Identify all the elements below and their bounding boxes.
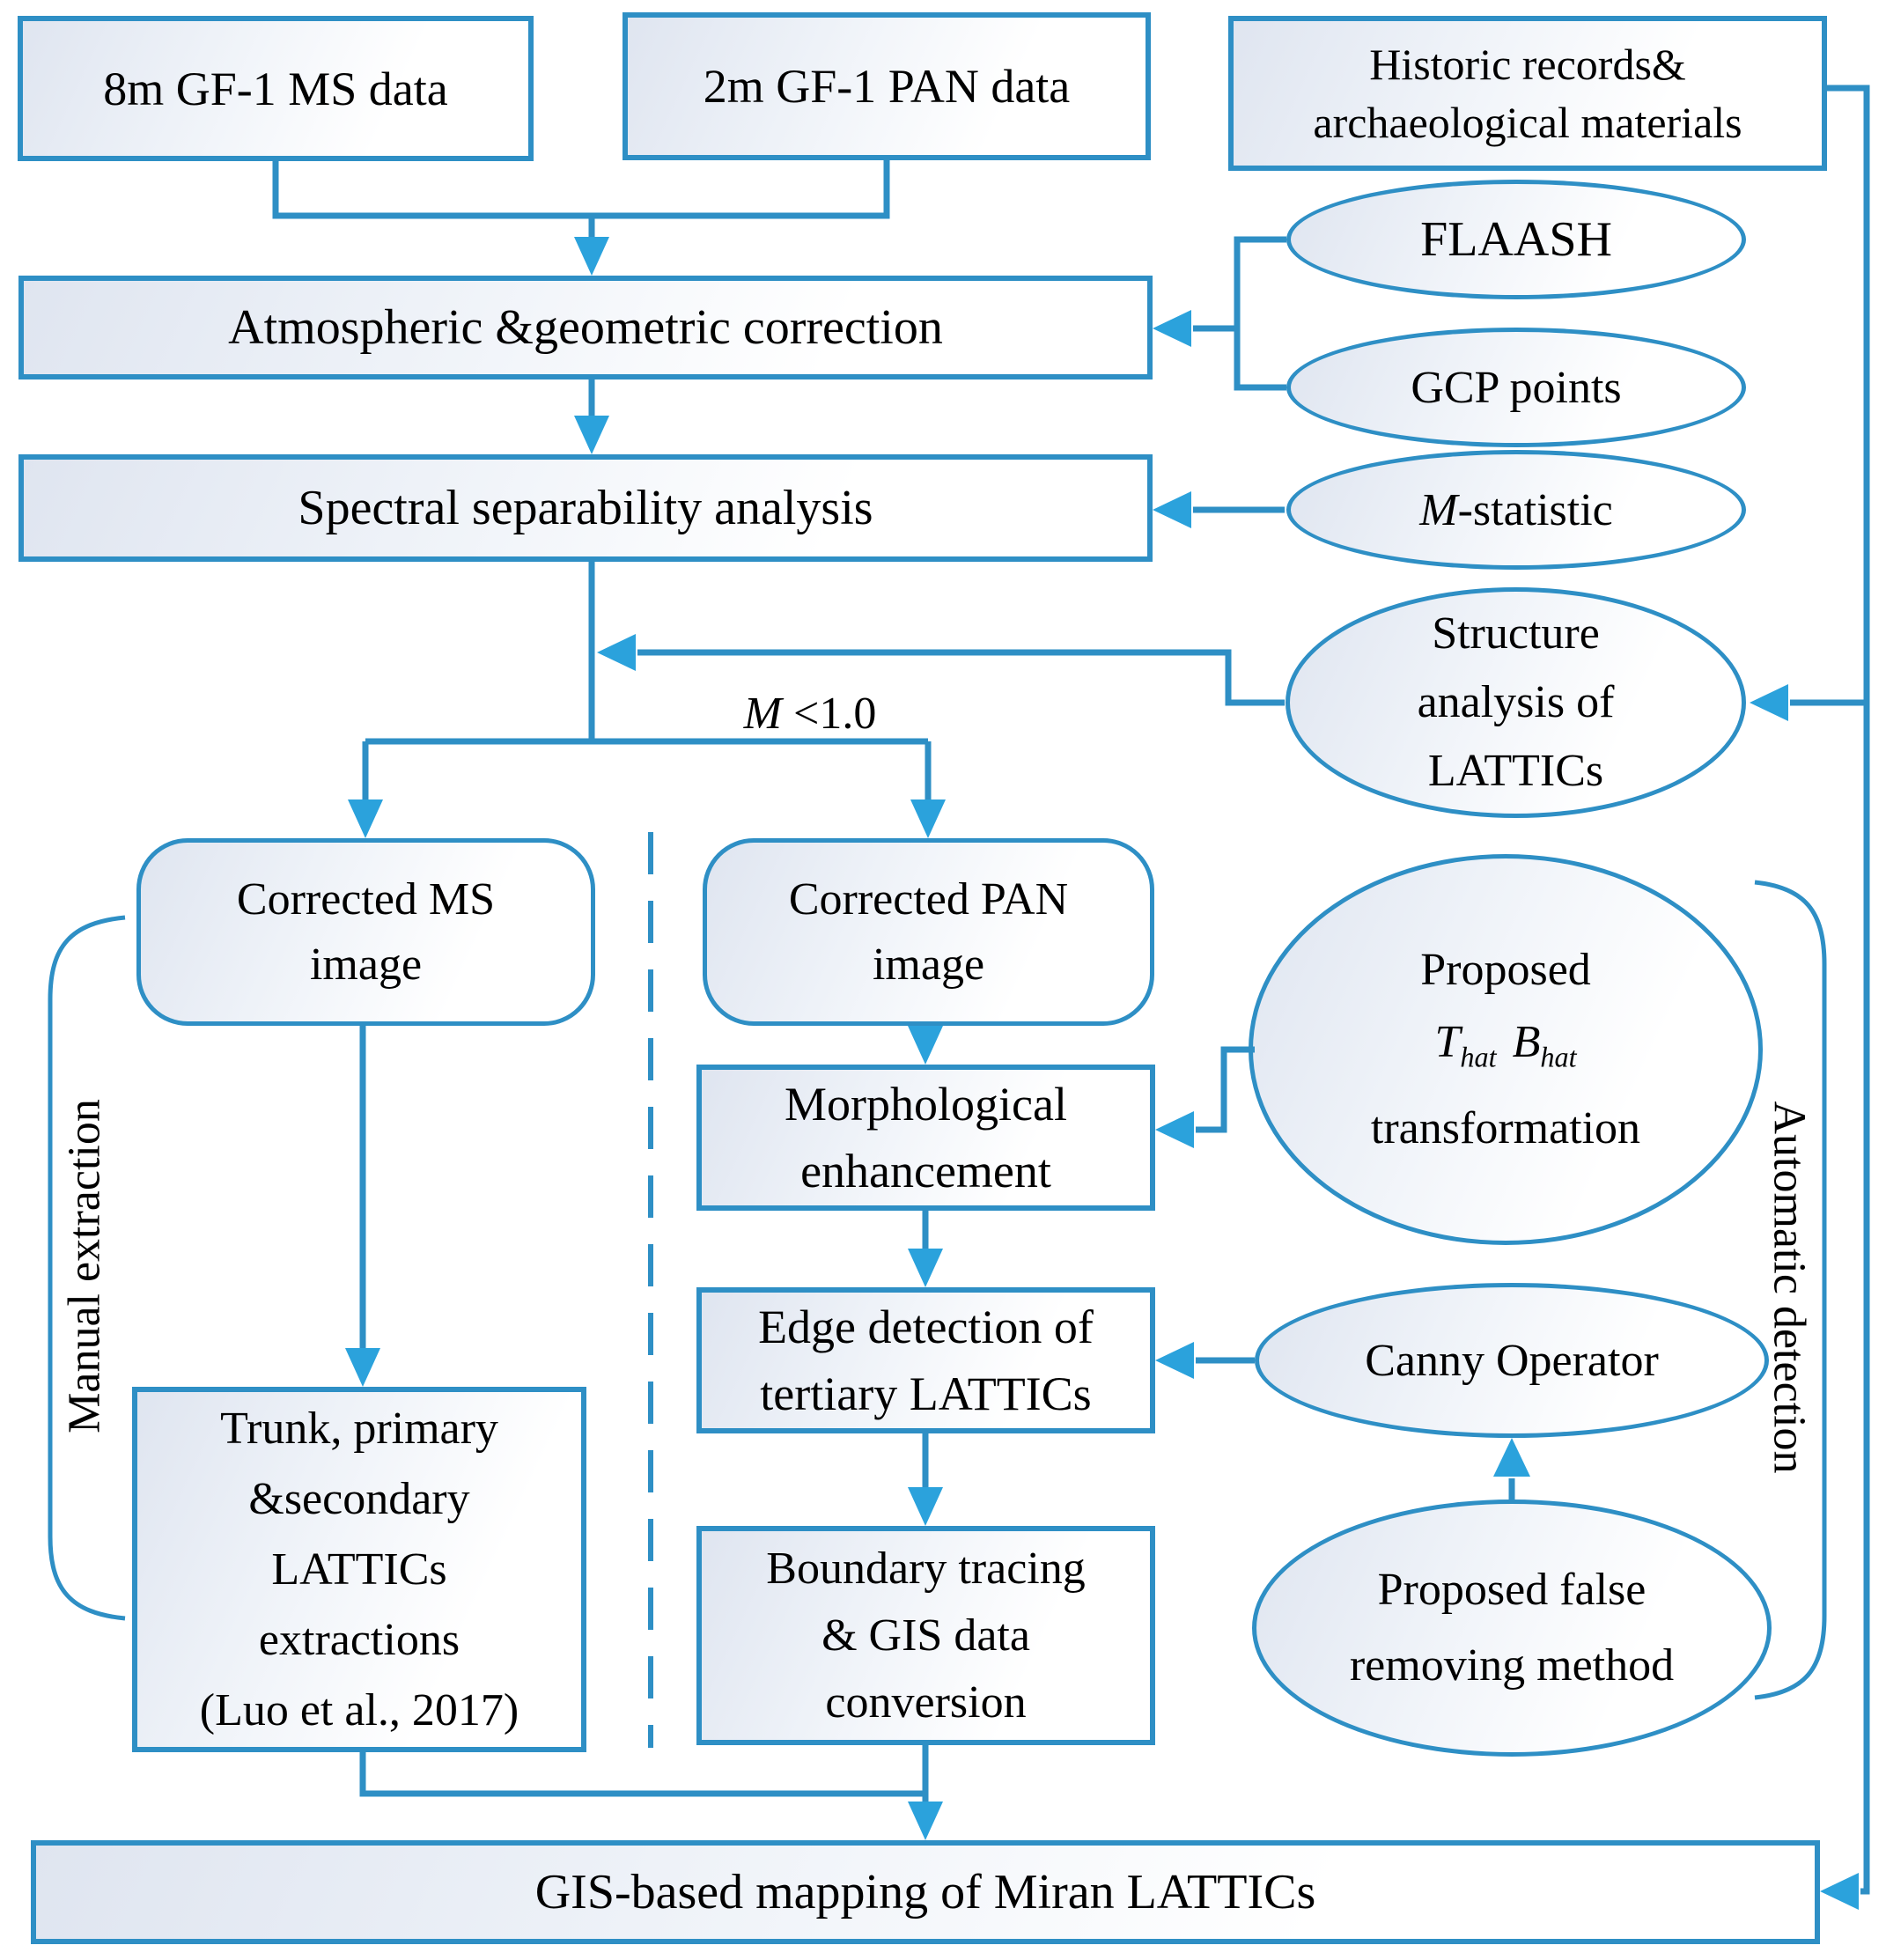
trunk-line2: &secondary: [248, 1473, 470, 1524]
box-boundary-tracing: Boundary tracing & GIS data conversion: [696, 1526, 1155, 1745]
morph-line1: Morphological: [785, 1078, 1067, 1131]
arrow-into-corrected-ms: [348, 799, 383, 838]
box-corrected-pan: Corrected PAN image: [703, 838, 1154, 1026]
ellipse-m-statistic: M-statistic: [1286, 450, 1746, 570]
connector-tbhat-morph: [1196, 1046, 1255, 1133]
tbhat-t: T: [1434, 1016, 1461, 1067]
mstat-label: M-statistic: [1419, 484, 1613, 536]
canny-label: Canny Operator: [1365, 1335, 1659, 1386]
ellipse-false-removing: Proposed false removing method: [1252, 1499, 1772, 1757]
connector-ms-pan-merge: [272, 160, 890, 219]
connector-right-rail: [1827, 85, 1870, 1895]
arrow-into-morph: [908, 1026, 943, 1065]
box-edge-detection: Edge detection of tertiary LATTICs: [696, 1287, 1155, 1433]
boundary-line2: & GIS data: [821, 1610, 1030, 1661]
false-line2: removing method: [1349, 1640, 1675, 1691]
condition-m-italic: M: [743, 688, 782, 739]
trunk-line1: Trunk, primary: [220, 1403, 498, 1454]
gis-label: GIS-based mapping of Miran LATTICs: [534, 1865, 1316, 1919]
box-pan-data: 2m GF-1 PAN data: [623, 12, 1151, 160]
arrow-into-edge-right: [1155, 1342, 1194, 1379]
arrow-into-gis-right: [1820, 1873, 1859, 1910]
flaash-label: FLAASH: [1420, 212, 1612, 267]
trunk-line4: extractions: [258, 1614, 460, 1665]
structure-line3: LATTICs: [1427, 746, 1604, 796]
boundary-line1: Boundary tracing: [766, 1543, 1086, 1594]
arrow-into-edge: [908, 1249, 943, 1287]
cpan-line2: image: [872, 939, 985, 990]
arrow-into-boundary: [908, 1487, 943, 1526]
gcp-label: GCP points: [1411, 362, 1622, 413]
false-line1: Proposed false: [1377, 1565, 1647, 1615]
ellipse-flaash: FLAASH: [1286, 180, 1746, 299]
cms-line1: Corrected MS: [236, 873, 496, 925]
arrow-structure-into-line: [597, 634, 636, 671]
box-gis-mapping: GIS-based mapping of Miran LATTICs: [31, 1840, 1820, 1944]
structure-line2: analysis of: [1417, 677, 1615, 727]
trunk-line3: LATTICs: [271, 1544, 447, 1595]
arrow-into-gis-top: [908, 1802, 943, 1840]
label-manual-extraction: Manual extraction: [59, 1099, 110, 1433]
tbhat-b-sub: hat: [1540, 1041, 1577, 1073]
historic-line1: Historic records&: [1369, 40, 1686, 89]
arrow-into-atmo-right: [1153, 310, 1191, 347]
box-trunk-extractions: Trunk, primary &secondary LATTICs extrac…: [132, 1387, 586, 1752]
condition-m-rest: <1.0: [782, 688, 877, 739]
edge-line1: Edge detection of: [758, 1301, 1094, 1353]
mstat-m-italic: M: [1419, 484, 1458, 535]
ellipse-structure-analysis: Structure analysis of LATTICs: [1286, 587, 1746, 818]
structure-line1: Structure: [1432, 608, 1600, 659]
label-automatic-detection: Automatic detection: [1764, 1101, 1815, 1474]
atmo-label: Atmospheric &geometric correction: [228, 300, 943, 355]
box-ms-data-label: 8m GF-1 MS data: [103, 62, 448, 115]
box-ms-data: 8m GF-1 MS data: [18, 16, 534, 161]
arrow-into-spectral: [574, 416, 609, 454]
arrow-into-structure: [1750, 684, 1788, 721]
condition-m-label: M <1.0: [704, 685, 916, 741]
box-corrected-ms: Corrected MS image: [136, 838, 595, 1026]
arrow-into-spectral-right: [1153, 491, 1191, 528]
arrow-into-trunk: [345, 1348, 380, 1387]
historic-line2: archaeological materials: [1313, 98, 1742, 147]
box-morphological: Morphological enhancement: [696, 1065, 1155, 1211]
box-historic-records: Historic records& archaeological materia…: [1228, 16, 1827, 171]
box-atmospheric-correction: Atmospheric &geometric correction: [18, 276, 1153, 379]
spectral-label: Spectral separability analysis: [298, 481, 873, 535]
connector-flaash-gcp-bracket: [1234, 236, 1286, 391]
cms-line2: image: [309, 939, 423, 990]
trunk-line5: (Luo et al., 2017): [199, 1684, 519, 1735]
ellipse-canny-operator: Canny Operator: [1255, 1283, 1769, 1438]
tbhat-t-sub: hat: [1460, 1041, 1497, 1073]
boundary-line3: conversion: [825, 1676, 1027, 1728]
tbhat-line3: transformation: [1370, 1103, 1641, 1154]
box-spectral-analysis: Spectral separability analysis: [18, 454, 1153, 562]
box-pan-data-label: 2m GF-1 PAN data: [703, 60, 1071, 113]
arrow-into-atmo: [574, 237, 609, 276]
arrow-into-corrected-pan: [910, 799, 946, 838]
cpan-line1: Corrected PAN: [788, 873, 1069, 925]
arrow-into-morph-right: [1155, 1111, 1194, 1148]
tbhat-b: B: [1512, 1016, 1541, 1067]
edge-line2: tertiary LATTICs: [760, 1367, 1092, 1420]
morph-line2: enhancement: [800, 1145, 1051, 1197]
connector-trunk-join: [359, 1752, 925, 1797]
mstat-rest: -statistic: [1457, 484, 1613, 535]
ellipse-gcp-points: GCP points: [1286, 328, 1746, 447]
arrow-into-canny: [1493, 1438, 1530, 1477]
tbhat-line1: Proposed: [1420, 944, 1591, 995]
